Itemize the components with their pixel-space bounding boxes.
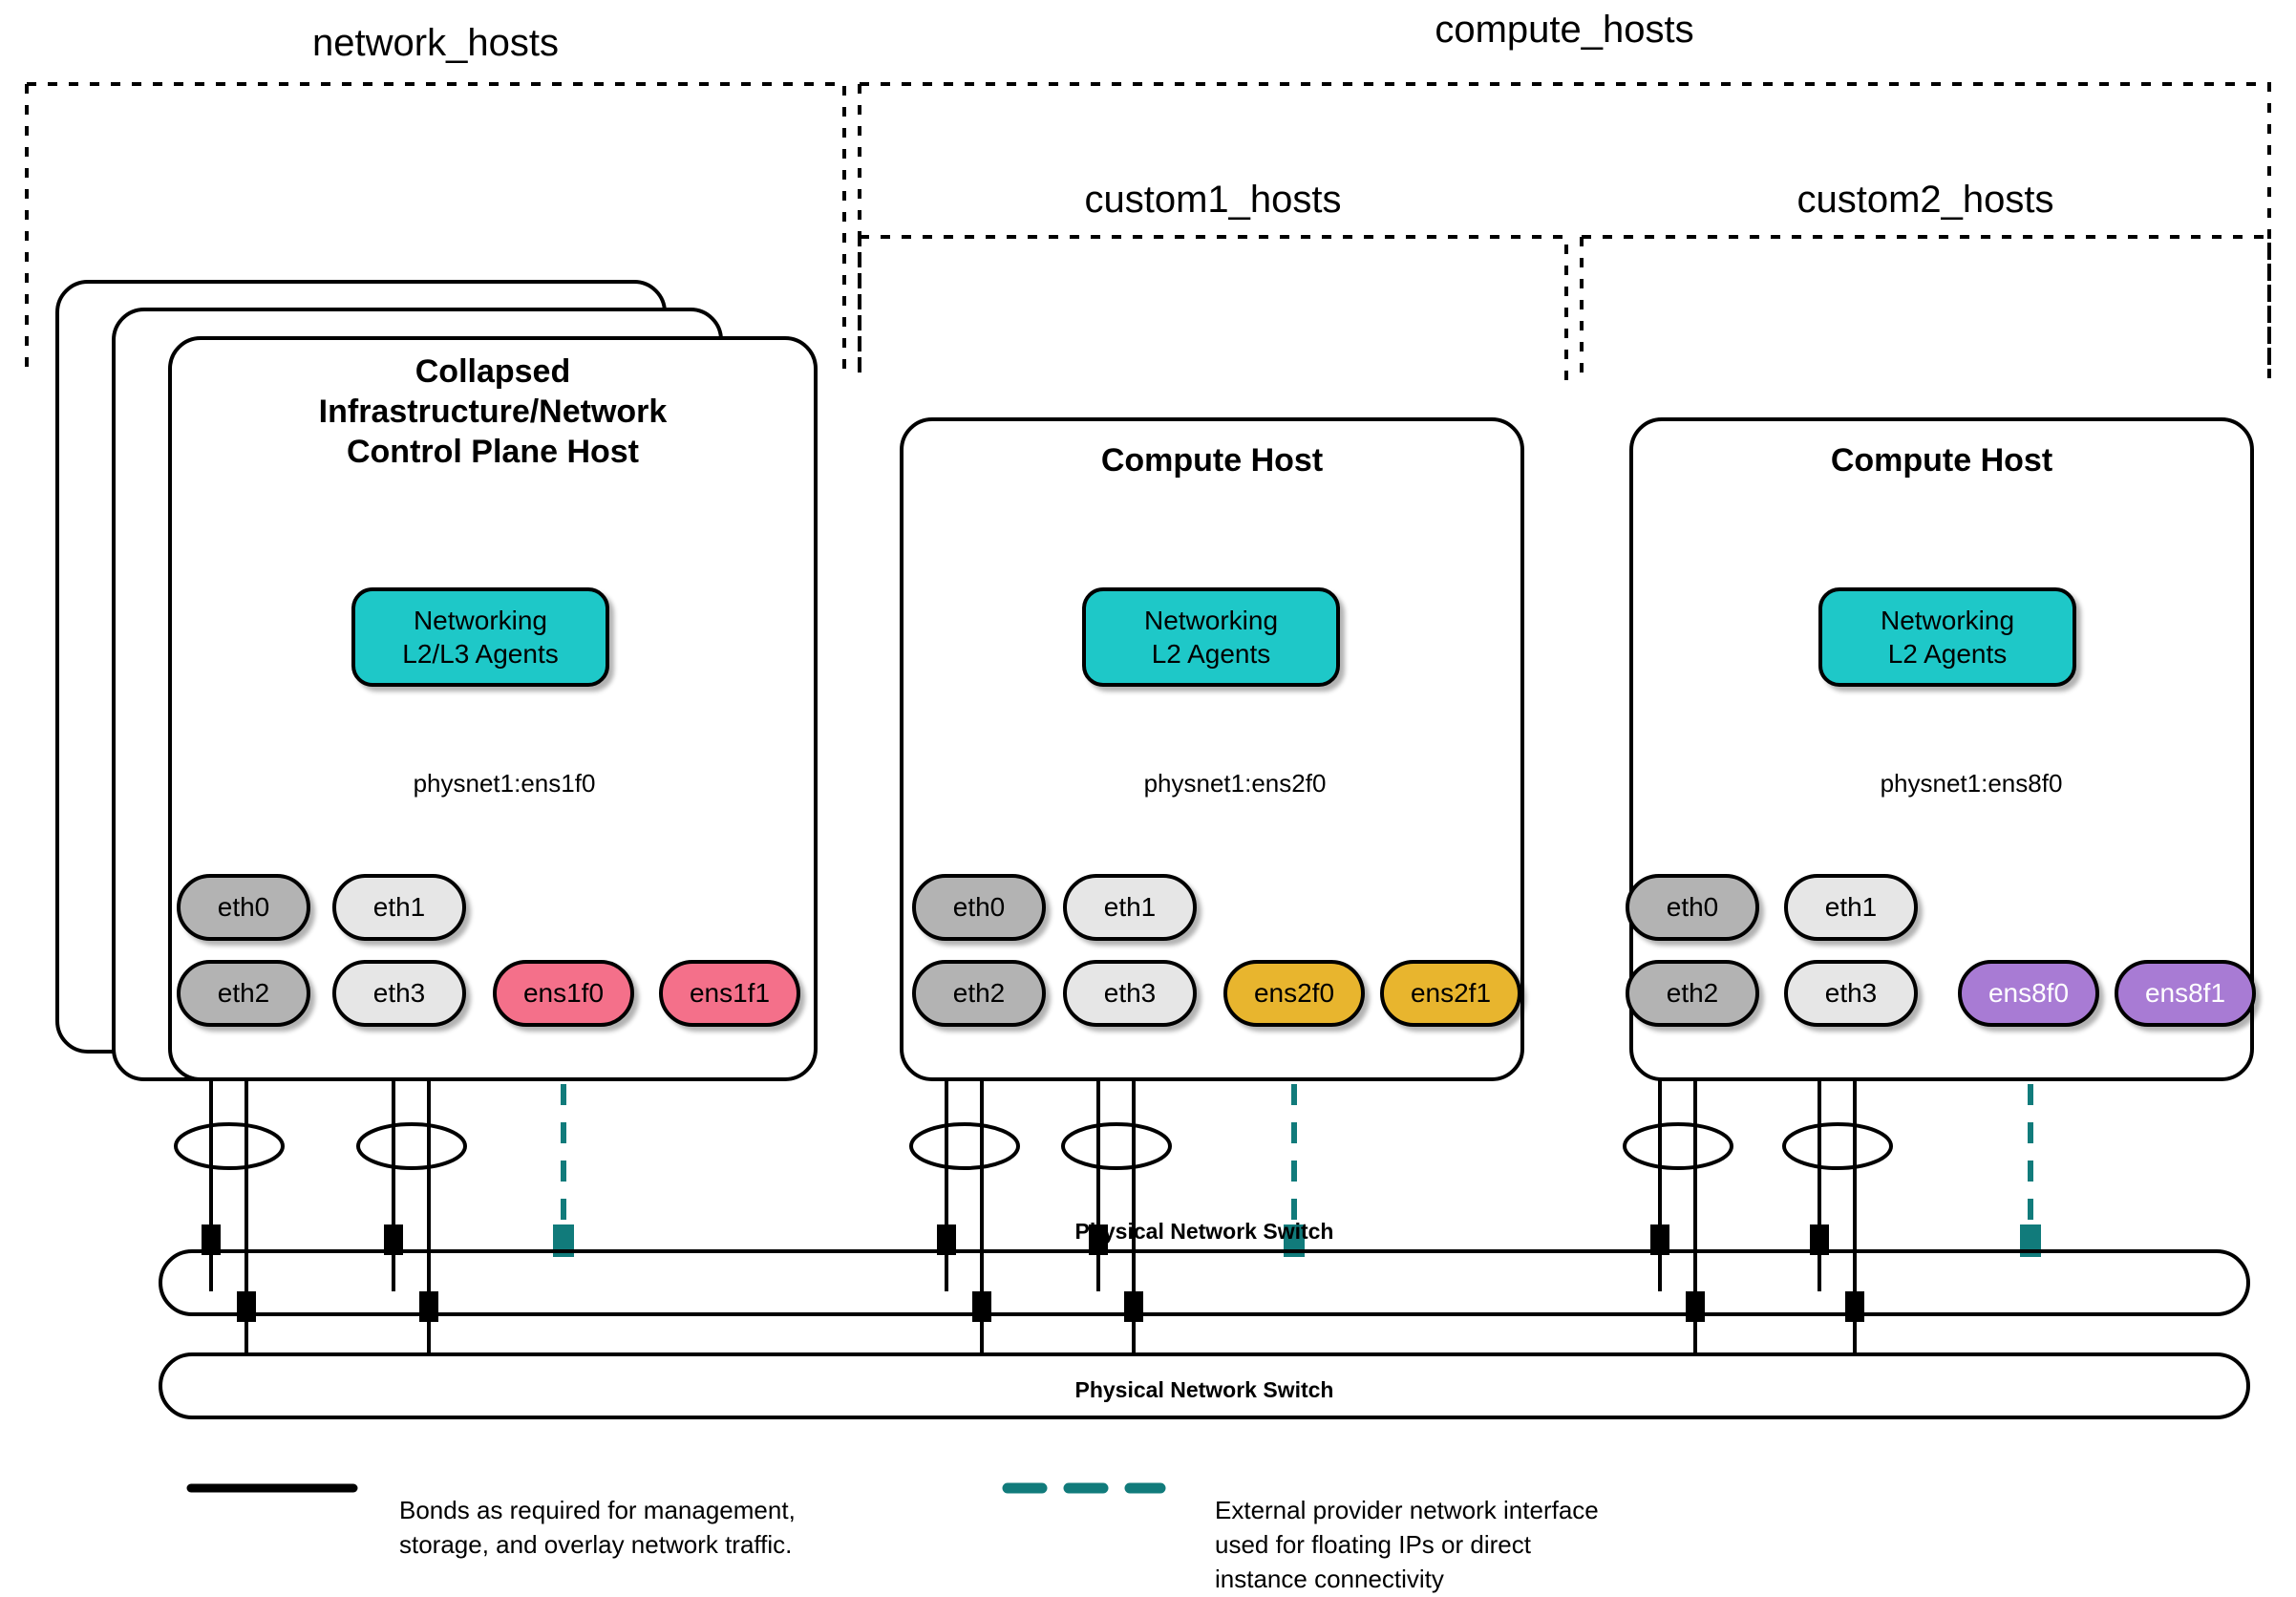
group-caption-custom1-hosts: custom1_hosts	[860, 178, 1566, 222]
bond-ellipse	[1061, 1122, 1172, 1170]
group-box-custom2-hosts	[1580, 235, 2271, 382]
compute-host-1-physnet-label: physnet1:ens2f0	[1111, 769, 1359, 798]
nic-label: ens2f0	[1253, 978, 1335, 1008]
network-host-title: Collapsed Infrastructure/Network Control…	[172, 351, 814, 472]
compute-host-2-nic-eth3[interactable]: eth3	[1784, 960, 1918, 1027]
network-host-nic-ens1f0[interactable]: ens1f0	[493, 960, 634, 1027]
compute-host-2-nic-eth0[interactable]: eth0	[1626, 874, 1759, 941]
bond-ellipse	[174, 1122, 285, 1170]
switch-label-text: Physical Network Switch	[1074, 1219, 1334, 1244]
nic-label: ens8f0	[1988, 978, 2070, 1008]
compute-host-2-agent-pill[interactable]: Networking L2 Agents	[1818, 587, 2076, 687]
group-caption-network-hosts: network_hosts	[27, 21, 844, 65]
host-title-line: Compute Host	[1100, 442, 1324, 479]
compute-host-1-nic-eth0[interactable]: eth0	[912, 874, 1046, 941]
switch-bottom-label: Physical Network Switch	[162, 1377, 2246, 1402]
network-host-nic-eth1[interactable]: eth1	[332, 874, 466, 941]
agent-label-line: Networking	[1143, 606, 1279, 635]
group-label-text: custom2_hosts	[1796, 179, 2054, 221]
group-label-text: network_hosts	[312, 22, 559, 64]
compute-host-2-nic-eth1[interactable]: eth1	[1784, 874, 1918, 941]
nic-label: ens8f1	[2144, 978, 2226, 1008]
network-host-agent-pill[interactable]: Networking L2/L3 Agents	[351, 587, 609, 687]
group-box-custom1-hosts	[858, 235, 1568, 382]
nic-label: ens2f1	[1410, 978, 1492, 1008]
nic-label: eth3	[1103, 978, 1157, 1008]
agent-label-line: L2/L3 Agents	[402, 639, 559, 669]
nic-label: eth1	[1824, 892, 1878, 922]
compute-host-1-nic-eth3[interactable]: eth3	[1063, 960, 1197, 1027]
nic-label: eth2	[1666, 978, 1719, 1008]
network-host-nic-ens1f1[interactable]: ens1f1	[659, 960, 800, 1027]
host1-bond-ellipses	[174, 1122, 467, 1170]
host-title-line: Collapsed	[415, 353, 571, 390]
nic-label: eth3	[372, 978, 426, 1008]
group-caption-compute-hosts: compute_hosts	[860, 8, 2269, 52]
compute-host-1-title: Compute Host	[904, 440, 1520, 480]
host3-bond-ellipses	[1623, 1122, 1893, 1170]
compute-host-2-title: Compute Host	[1633, 440, 2250, 480]
agent-label-line: L2 Agents	[1151, 639, 1271, 669]
legend-bond-text: Bonds as required for management, storag…	[399, 1459, 848, 1562]
nic-label: eth2	[217, 978, 270, 1008]
group-box-network-hosts	[25, 82, 846, 373]
compute-host-1-nic-eth2[interactable]: eth2	[912, 960, 1046, 1027]
compute-host-2-physnet-label: physnet1:ens8f0	[1847, 769, 2095, 798]
physical-network-switch-top[interactable]: Physical Network Switch	[159, 1219, 2250, 1316]
compute-host-1-nic-ens2f0[interactable]: ens2f0	[1223, 960, 1365, 1027]
agent-label-line: L2 Agents	[1887, 639, 2008, 669]
nic-label: eth0	[952, 892, 1006, 922]
legend-provider-text: External provider network interface used…	[1215, 1459, 1673, 1596]
network-host-nic-eth3[interactable]: eth3	[332, 960, 466, 1027]
compute-host-1-agent-pill[interactable]: Networking L2 Agents	[1082, 587, 1340, 687]
group-label-text: custom1_hosts	[1084, 179, 1342, 221]
group-label-text: compute_hosts	[1435, 9, 1694, 51]
host-title-line: Infrastructure/Network	[318, 394, 668, 430]
network-host-physnet-label: physnet1:ens1f0	[380, 769, 628, 798]
switch-top-label: Physical Network Switch	[162, 1219, 2246, 1244]
nic-label: ens1f0	[522, 978, 605, 1008]
nic-label: eth0	[217, 892, 270, 922]
nic-label: eth0	[1666, 892, 1719, 922]
physnet-text: physnet1:ens8f0	[1880, 769, 2063, 798]
physnet-text: physnet1:ens2f0	[1143, 769, 1327, 798]
physnet-text: physnet1:ens1f0	[413, 769, 596, 798]
compute-host-2-nic-ens8f1[interactable]: ens8f1	[2115, 960, 2256, 1027]
host-title-line: Control Plane Host	[346, 434, 640, 470]
switch-label-text: Physical Network Switch	[1074, 1377, 1334, 1402]
nic-label: ens1f1	[689, 978, 771, 1008]
nic-label: eth2	[952, 978, 1006, 1008]
host2-bond-ellipses	[909, 1122, 1172, 1170]
host-title-line: Compute Host	[1830, 442, 2053, 479]
compute-host-1-nic-ens2f1[interactable]: ens2f1	[1380, 960, 1521, 1027]
nic-label: eth1	[372, 892, 426, 922]
compute-host-1-nic-eth1[interactable]: eth1	[1063, 874, 1197, 941]
bond-ellipse	[1782, 1122, 1893, 1170]
network-host-card[interactable]: Collapsed Infrastructure/Network Control…	[168, 336, 818, 1081]
agent-label-line: Networking	[1880, 606, 2015, 635]
bond-ellipse	[1623, 1122, 1733, 1170]
nic-label: eth3	[1824, 978, 1878, 1008]
compute-host-2-nic-eth2[interactable]: eth2	[1626, 960, 1759, 1027]
group-caption-custom2-hosts: custom2_hosts	[1582, 178, 2269, 222]
legend-text-span: Bonds as required for management, storag…	[399, 1496, 796, 1559]
nic-label: eth1	[1103, 892, 1157, 922]
agent-label-line: Networking	[413, 606, 548, 635]
bond-ellipse	[909, 1122, 1020, 1170]
compute-host-2-nic-ens8f0[interactable]: ens8f0	[1958, 960, 2099, 1027]
legend-text-span: External provider network interface used…	[1215, 1496, 1599, 1593]
network-host-nic-eth0[interactable]: eth0	[177, 874, 310, 941]
physical-network-switch-bottom[interactable]: Physical Network Switch	[159, 1352, 2250, 1419]
network-host-nic-eth2[interactable]: eth2	[177, 960, 310, 1027]
bond-ellipse	[356, 1122, 467, 1170]
